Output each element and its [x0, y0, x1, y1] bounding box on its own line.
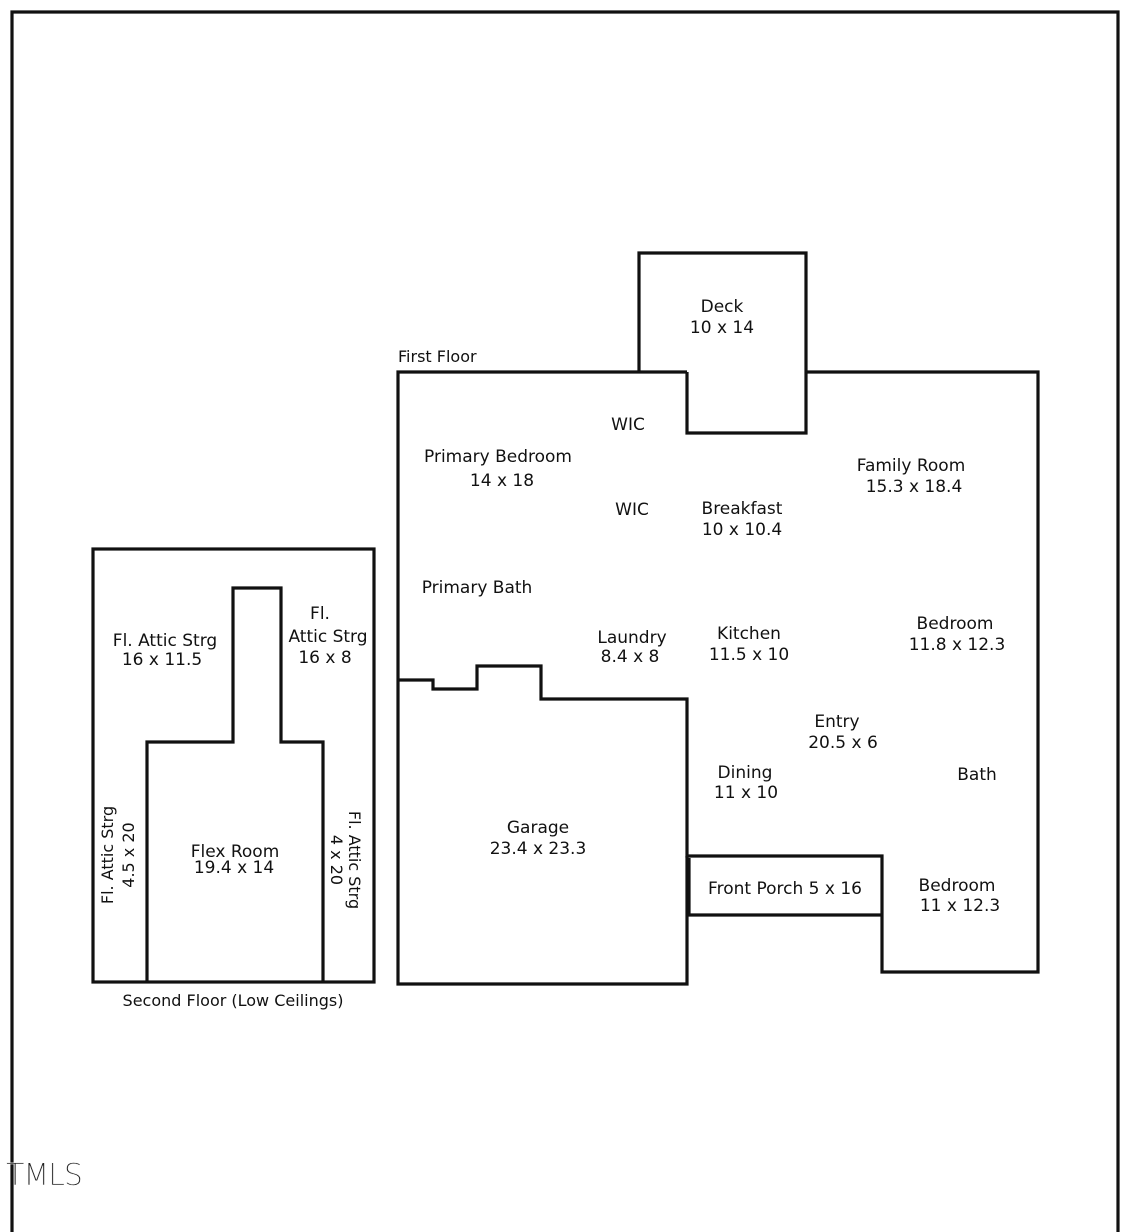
flex-room-outline	[145, 586, 325, 982]
attic-left-name: Fl. Attic Strg	[113, 631, 217, 651]
deck-name: Deck	[701, 297, 744, 317]
bedroom-1-dims: 11.8 x 12.3	[909, 635, 1006, 655]
breakfast-dims: 10 x 10.4	[702, 520, 782, 540]
front-porch-label: Front Porch 5 x 16	[708, 879, 862, 899]
laundry-dims: 8.4 x 8	[601, 647, 660, 667]
attic-right-name-1: Fl.	[310, 604, 330, 624]
second-floor-outline	[91, 547, 376, 984]
page-border	[10, 10, 1120, 1232]
first-floor-outline	[396, 370, 1040, 974]
kitchen-name: Kitchen	[717, 624, 781, 644]
second-floor-label: Second Floor (Low Ceilings)	[123, 991, 344, 1010]
front-porch-outline	[687, 858, 882, 917]
dining-name: Dining	[718, 763, 773, 783]
garage-outline	[396, 680, 689, 986]
garage-name: Garage	[507, 818, 569, 838]
attic-left-dims: 16 x 11.5	[122, 650, 202, 670]
dining-dims: 11 x 10	[714, 783, 778, 803]
attic-right-name-2: Attic Strg	[288, 627, 367, 647]
attic-side-right-dims: 4 x 20	[327, 835, 346, 885]
garage-dims: 23.4 x 23.3	[490, 839, 587, 859]
wic-top-label: WIC	[611, 415, 645, 435]
entry-name: Entry	[814, 712, 859, 732]
primary-bath-name: Primary Bath	[422, 578, 533, 598]
breakfast-name: Breakfast	[702, 499, 783, 519]
kitchen-dims: 11.5 x 10	[709, 645, 789, 665]
first-floor-label: First Floor	[398, 347, 477, 366]
primary-bedroom-dims: 14 x 18	[470, 471, 534, 491]
attic-side-right-name: Fl. Attic Strg	[345, 811, 364, 909]
flex-room-dims: 19.4 x 14	[194, 858, 274, 878]
wic-mid-label: WIC	[615, 500, 649, 520]
family-room-name: Family Room	[857, 456, 966, 476]
family-room-dims: 15.3 x 18.4	[866, 477, 963, 497]
attic-side-left-dims: 4.5 x 20	[119, 822, 138, 887]
bedroom-2-dims: 11 x 12.3	[920, 896, 1000, 916]
attic-right-dims: 16 x 8	[298, 648, 351, 668]
bath-name: Bath	[957, 765, 997, 785]
laundry-name: Laundry	[597, 628, 666, 648]
primary-bedroom-name: Primary Bedroom	[424, 447, 572, 467]
flex-room-name: Flex Room	[191, 842, 280, 862]
deck-outline	[637, 251, 808, 435]
tmls-logo: TMLS	[6, 1158, 83, 1193]
bedroom-2-name: Bedroom	[919, 876, 996, 896]
entry-dims: 20.5 x 6	[808, 733, 878, 753]
deck-dims: 10 x 14	[690, 318, 754, 338]
bedroom-1-name: Bedroom	[917, 614, 994, 634]
attic-side-left-name: Fl. Attic Strg	[98, 806, 117, 904]
